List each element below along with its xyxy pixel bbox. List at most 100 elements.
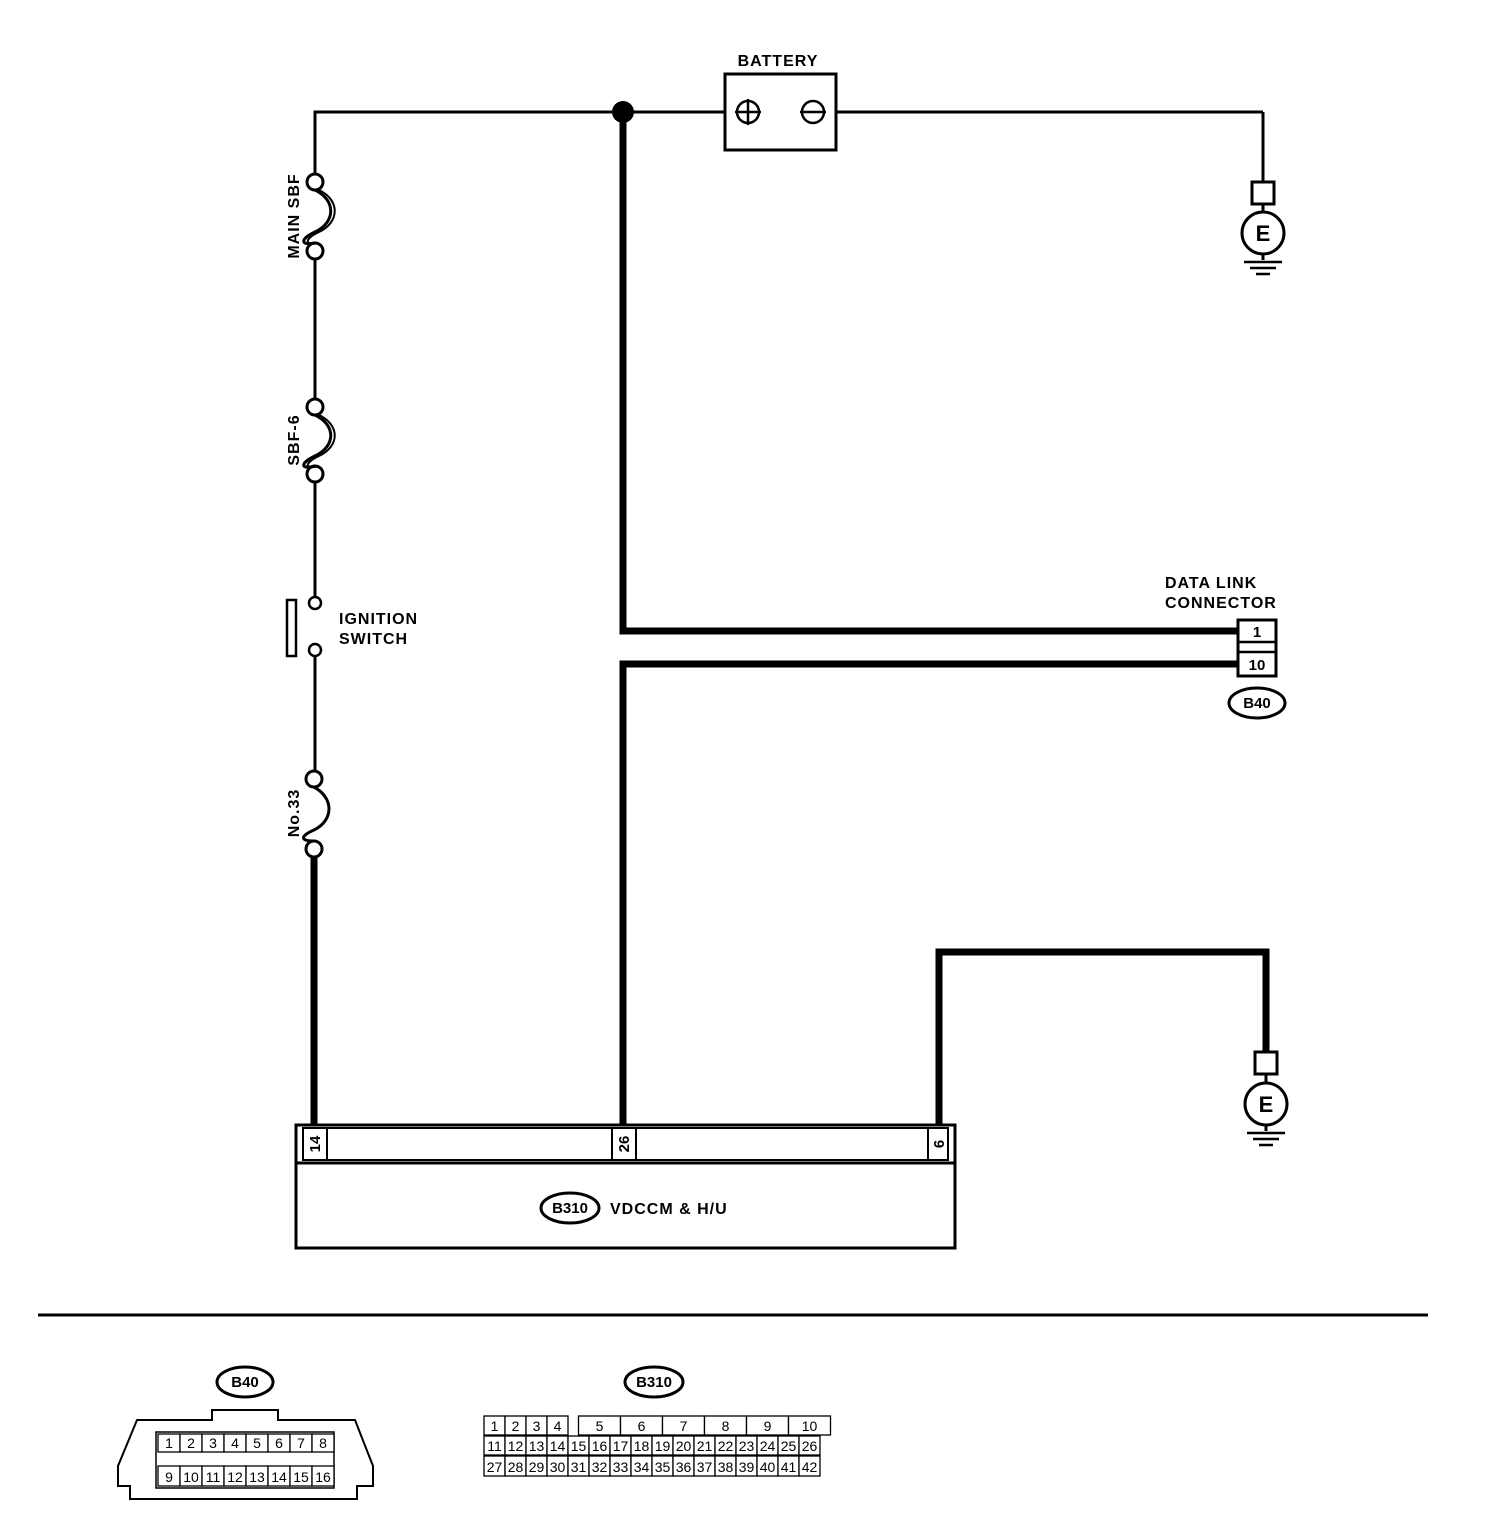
b310-pin-26-label: 26 xyxy=(802,1438,818,1454)
b310-pin-19: 19 xyxy=(651,1435,674,1456)
b40-pin-8-label: 8 xyxy=(319,1435,327,1451)
b310-pin-1-label: 1 xyxy=(491,1418,499,1434)
data-link-connector: DATA LINK CONNECTOR 1 10 B40 xyxy=(1165,575,1287,720)
vdc-pin-14: 14 xyxy=(307,1135,324,1152)
b310-pin-23: 23 xyxy=(735,1435,758,1456)
no33-fuse: No.33 xyxy=(286,769,331,859)
plus-icon xyxy=(735,99,761,125)
b40-pin-6: 6 xyxy=(267,1433,291,1453)
b310-pin-28-label: 28 xyxy=(508,1459,524,1475)
b310-pin-38-label: 38 xyxy=(718,1459,734,1475)
b310-pin-16: 16 xyxy=(588,1435,611,1456)
wire-left-top xyxy=(313,110,726,182)
b40-pin-11: 11 xyxy=(201,1465,225,1487)
b310-pin-40-label: 40 xyxy=(760,1459,776,1475)
b310-pin-15: 15 xyxy=(567,1435,590,1456)
b310-pin-17-label: 17 xyxy=(613,1438,629,1454)
b310-pin-2: 2 xyxy=(504,1415,527,1436)
b310-pin-20-label: 20 xyxy=(676,1438,692,1454)
b310-pin-20: 20 xyxy=(672,1435,695,1456)
b310-pin-38: 38 xyxy=(714,1455,737,1477)
b310-pin-10-label: 10 xyxy=(802,1418,818,1434)
b310-pin-31-label: 31 xyxy=(571,1459,587,1475)
b310-pin-36: 36 xyxy=(672,1455,695,1477)
b40-pin-12-label: 12 xyxy=(227,1469,243,1485)
b310-pin-2-label: 2 xyxy=(512,1418,520,1434)
b310-pin-28: 28 xyxy=(504,1455,527,1477)
b310-pin-25: 25 xyxy=(777,1435,800,1456)
b310-pin-21-label: 21 xyxy=(697,1438,713,1454)
b310-pin-9-label: 9 xyxy=(764,1418,772,1434)
b310-pin-41: 41 xyxy=(777,1455,800,1477)
b40-pin-11-label: 11 xyxy=(206,1469,221,1485)
b40-pin-15-label: 15 xyxy=(293,1469,309,1485)
b310-pin-13: 13 xyxy=(525,1435,548,1456)
sbf6-label: SBF-6 xyxy=(286,414,303,465)
b40-pin-1: 1 xyxy=(157,1433,181,1453)
b40-pin-14: 14 xyxy=(267,1465,291,1487)
vdc-module: 14 26 6 B310 VDCCM & H/U xyxy=(294,1123,957,1250)
dlc-pin-10: 10 xyxy=(1249,657,1266,674)
b40-pin-16: 16 xyxy=(311,1465,335,1487)
ground-label-top: E xyxy=(1256,221,1271,246)
b40-badge-face: B40 xyxy=(231,1374,259,1391)
b310-pin-34: 34 xyxy=(630,1455,653,1477)
b310-pin-7: 7 xyxy=(661,1415,706,1436)
b40-pin-15: 15 xyxy=(289,1465,313,1487)
dlc-label-line1: DATA LINK xyxy=(1165,575,1257,592)
b310-pin-9: 9 xyxy=(745,1415,790,1436)
b40-pin-16-label: 16 xyxy=(315,1469,331,1485)
b310-pin-16-label: 16 xyxy=(592,1438,608,1454)
b310-pin-1: 1 xyxy=(483,1415,506,1436)
wire-battery-to-dlc-pin1 xyxy=(619,112,1238,635)
b40-pin-4-label: 4 xyxy=(231,1435,239,1451)
b310-pin-22-label: 22 xyxy=(718,1438,734,1454)
b310-pin-24-label: 24 xyxy=(760,1438,776,1454)
b40-pin-3: 3 xyxy=(201,1433,225,1453)
sbf6-fuse: SBF-6 xyxy=(286,397,336,484)
battery-label: BATTERY xyxy=(738,53,819,70)
b310-pin-26: 26 xyxy=(798,1435,821,1456)
b310-pin-33-label: 33 xyxy=(613,1459,629,1475)
b310-pin-25-label: 25 xyxy=(781,1438,797,1454)
b310-pin-42-label: 42 xyxy=(802,1459,818,1475)
b310-pin-23-label: 23 xyxy=(739,1438,755,1454)
b310-pin-3-label: 3 xyxy=(533,1418,541,1434)
b310-pin-4-label: 4 xyxy=(554,1418,562,1434)
b310-pin-32: 32 xyxy=(588,1455,611,1477)
b310-pin-18: 18 xyxy=(630,1435,653,1456)
b40-pin-7-label: 7 xyxy=(297,1435,305,1451)
b310-pin-40: 40 xyxy=(756,1455,779,1477)
b40-badge-top: B40 xyxy=(1243,695,1271,712)
b40-pin-9: 9 xyxy=(157,1465,181,1487)
wire-dlc-pin10-to-vdc-26 xyxy=(619,660,1238,1128)
b310-pin-21: 21 xyxy=(693,1435,716,1456)
b310-pin-35-label: 35 xyxy=(655,1459,671,1475)
b40-pin-2-label: 2 xyxy=(187,1435,195,1451)
b310-pin-39: 39 xyxy=(735,1455,758,1477)
b310-pin-7-label: 7 xyxy=(680,1418,688,1434)
b40-pin-1-label: 1 xyxy=(165,1435,173,1451)
b310-pin-6: 6 xyxy=(619,1415,664,1436)
b310-pin-30: 30 xyxy=(546,1455,569,1477)
ignition-label-line2: SWITCH xyxy=(339,631,408,648)
vdc-pin-26: 26 xyxy=(616,1136,633,1153)
main-sbf-fuse: MAIN SBF xyxy=(286,172,336,261)
ground-symbol-top: E xyxy=(1240,180,1286,276)
b40-pin-14-label: 14 xyxy=(271,1469,287,1485)
b310-pin-30-label: 30 xyxy=(550,1459,566,1475)
b40-pin-3-label: 3 xyxy=(209,1435,217,1451)
b310-pin-10: 10 xyxy=(787,1415,832,1436)
b310-pin-5-label: 5 xyxy=(596,1418,604,1434)
battery: BATTERY xyxy=(723,53,838,152)
b310-pin-27-label: 27 xyxy=(487,1459,503,1475)
b310-pin-17: 17 xyxy=(609,1435,632,1456)
b40-pin-13: 13 xyxy=(245,1465,269,1487)
b310-pin-8-label: 8 xyxy=(722,1418,730,1434)
b40-pin-10-label: 10 xyxy=(183,1469,199,1485)
b40-pin-12: 12 xyxy=(223,1465,247,1487)
b40-pin-7: 7 xyxy=(289,1433,313,1453)
